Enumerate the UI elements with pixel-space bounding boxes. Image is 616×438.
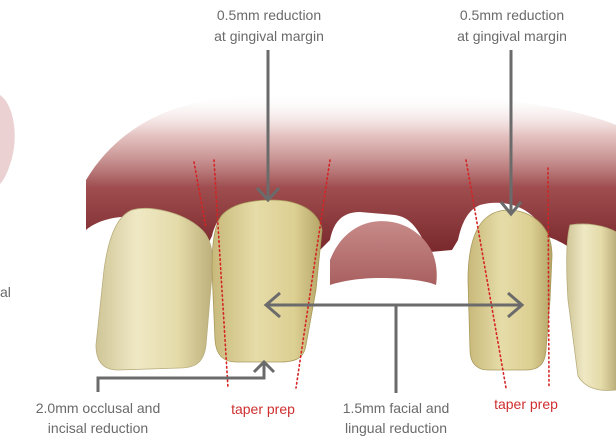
top-left-label-line2: at gingival margin (214, 28, 324, 44)
bottom-left-label-line1: 2.0mm occlusal and (36, 400, 161, 416)
taper-prep-label-right: taper prep (494, 396, 558, 412)
bottom-mid-label-line1: 1.5mm facial and (343, 400, 450, 416)
left-gum-fragment (0, 95, 15, 184)
bottom-left-label-line2: incisal reduction (48, 420, 148, 436)
bottom-mid-label-line2: lingual reduction (345, 420, 447, 436)
right-prepared-abutment (468, 210, 552, 370)
top-left-label-line1: 0.5mm reduction (217, 7, 321, 23)
cropped-left-label: al (0, 284, 11, 300)
top-right-label-line2: at gingival margin (457, 28, 567, 44)
top-right-label-line1: 0.5mm reduction (460, 7, 564, 23)
taper-prep-label-left: taper prep (231, 401, 295, 417)
taper-line-right-2 (548, 168, 549, 388)
left-prepared-abutment (212, 200, 322, 362)
right-partial-tooth (567, 224, 616, 391)
left-incisor (96, 208, 213, 370)
